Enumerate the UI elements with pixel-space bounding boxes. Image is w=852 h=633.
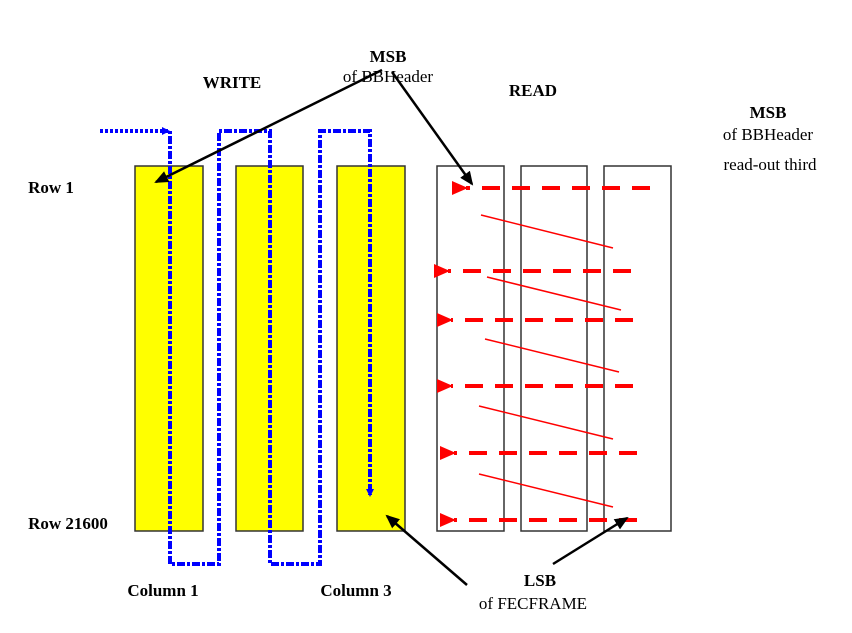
read-column-1 bbox=[436, 165, 505, 532]
lsb-label: LSB bbox=[524, 571, 556, 590]
lsb-sublabel: of FECFRAME bbox=[479, 594, 587, 613]
read-column-2 bbox=[520, 165, 588, 532]
column-1-label: Column 1 bbox=[127, 581, 198, 600]
msb-top-label: MSB bbox=[370, 47, 407, 66]
lsb-arrow-write bbox=[385, 514, 468, 586]
msb-arrow-read bbox=[390, 71, 474, 186]
msb-top-sublabel: of BBHeader bbox=[343, 67, 434, 86]
read-label: READ bbox=[509, 81, 557, 100]
row-1-label: Row 1 bbox=[28, 178, 74, 197]
read-path bbox=[434, 181, 650, 527]
row-last-label: Row 21600 bbox=[28, 514, 108, 533]
write-label: WRITE bbox=[203, 73, 262, 92]
msb-arrow-write bbox=[154, 68, 383, 184]
read-columns bbox=[436, 165, 672, 532]
read-column-3 bbox=[603, 165, 672, 532]
lsb-arrow-read bbox=[552, 516, 629, 566]
column-3-label: Column 3 bbox=[320, 581, 391, 600]
write-path bbox=[168, 129, 374, 566]
msb-right-sublabel-2: read-out third bbox=[724, 155, 817, 174]
msb-right-sublabel-1: of BBHeader bbox=[723, 125, 814, 144]
msb-right-label: MSB bbox=[750, 103, 787, 122]
